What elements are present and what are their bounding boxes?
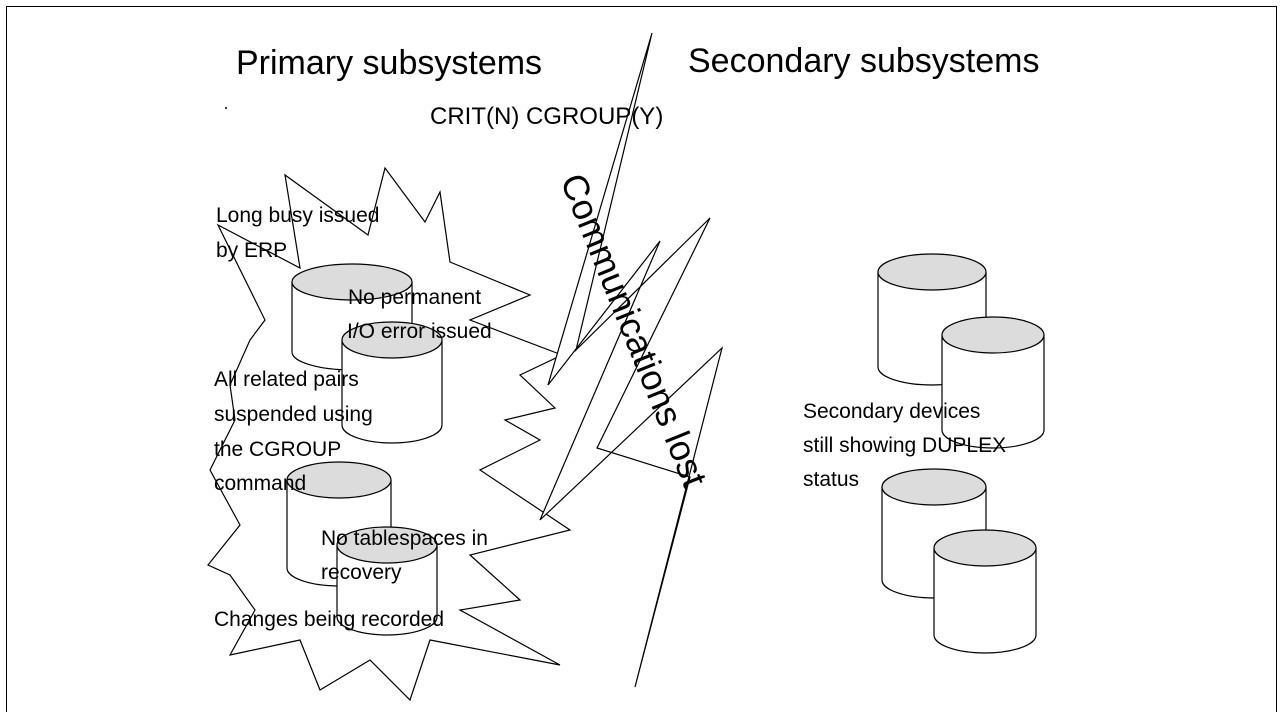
stray-dot [225,107,227,109]
primary-disk-2 [341,321,443,444]
lightning-bolt [539,32,724,688]
secondary-heading: Secondary subsystems [688,42,1040,80]
note-pairs-line-2: suspended using [214,403,373,426]
note-long-busy-line-2: by ERP [216,239,287,262]
secondary-disk-2 [941,316,1045,449]
note-tablespaces-line-2: recovery [321,561,402,584]
note-pairs-line-3: the CGROUP [214,438,341,461]
note-secondary-line-2: still showing DUPLEX [803,434,1006,457]
note-pairs-line-1: All related pairs [214,368,359,391]
mode-label: CRIT(N) CGROUP(Y) [430,103,663,130]
note-tablespaces-line-1: No tablespaces in [321,527,488,550]
secondary-disk-4 [933,529,1037,654]
note-pairs-line-4: command [214,472,306,495]
note-secondary-line-3: status [803,468,859,491]
note-no-permanent-line-1: No permanent [348,286,481,309]
note-secondary-line-1: Secondary devices [803,400,980,423]
note-no-permanent-line-2: I/O error issued [347,320,492,343]
note-changes: Changes being recorded [214,608,444,631]
note-long-busy-line-1: Long busy issued [216,204,379,227]
primary-heading: Primary subsystems [236,44,542,82]
primary-disk-4 [336,526,438,636]
diagram-frame [6,6,1277,712]
